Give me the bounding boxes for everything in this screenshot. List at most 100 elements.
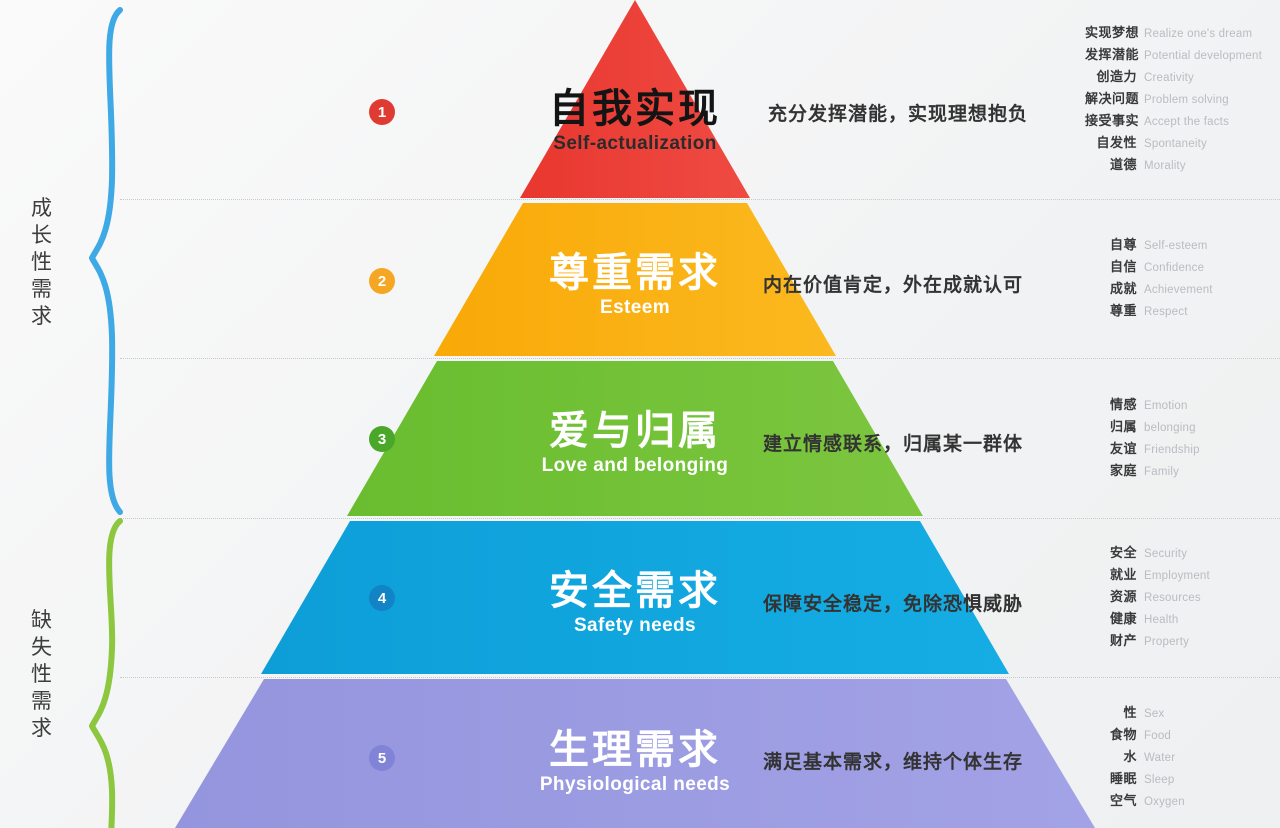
keyword-cn: 空气 [1109,793,1137,808]
keyword-cn: 创造力 [1096,69,1137,84]
pyramid-tier-5[interactable] [175,679,1095,828]
keyword-cn: 健康 [1109,611,1137,626]
keyword-cn: 食物 [1109,727,1137,742]
keyword-item: 自信 Confidence [1085,256,1275,275]
deficiency-needs-brace [89,518,123,828]
keyword-item: 健康 Health [1085,608,1275,627]
guide-line-1 [120,199,1280,200]
level-title-3-en: Love and belonging [541,455,729,477]
keyword-en: Morality [1144,160,1186,172]
level-title-5-cn: 生理需求 [549,728,721,772]
pyramid-tier-1[interactable] [520,0,750,198]
keyword-cn: 安全 [1109,545,1137,560]
keyword-item: 尊重 Respect [1085,300,1275,319]
keyword-item: 就业 Employment [1085,564,1275,583]
level-badge-4-number: 4 [377,589,387,607]
keyword-list-4: 安全 Security 就业 Employment 资源 Resources 健… [1085,542,1275,652]
keyword-cn: 尊重 [1109,303,1137,318]
level-badge-5-number: 5 [377,749,387,767]
keyword-list-2: 自尊 Self-esteem 自信 Confidence 成就 Achievem… [1085,234,1275,322]
level-title-4: 安全需求 Safety needs [435,569,835,637]
keyword-cn: 水 [1123,749,1137,764]
level-title-1: 自我实现 Self-actualization [435,87,835,155]
guide-line-3 [120,518,1280,519]
keyword-item: 归属 belonging [1085,416,1275,435]
keyword-en: Achievement [1144,284,1213,296]
level-badge-2[interactable]: 2 [369,268,395,294]
guide-line-4 [120,677,1280,678]
level-description-4: 保障安全稳定，免除恐惧威胁 [763,594,1024,615]
keyword-en: Friendship [1144,444,1200,456]
keyword-item: 友谊 Friendship [1085,438,1275,457]
level-description-2: 内在价值肯定，外在成就认可 [763,275,1024,296]
keyword-en: Confidence [1144,262,1205,274]
keyword-en: Water [1144,752,1176,764]
keyword-item: 睡眠 Sleep [1085,768,1275,787]
keyword-item: 发挥潜能 Potential development [1085,44,1275,63]
level-title-5-en: Physiological needs [539,774,731,796]
level-description-5: 满足基本需求，维持个体生存 [763,752,1024,773]
keyword-en: Realize one's dream [1144,28,1253,40]
keyword-item: 空气 Oxygen [1085,790,1275,809]
keyword-en: Family [1144,466,1180,478]
level-description-3: 建立情感联系，归属某一群体 [763,434,1024,455]
keyword-en: Self-esteem [1144,240,1208,252]
keyword-list-5: 性 Sex 食物 Food 水 Water 睡眠 Sleep 空气 Oxygen [1085,702,1275,812]
level-title-4-cn: 安全需求 [549,569,721,613]
pyramid-tier-3[interactable] [347,361,923,516]
keyword-item: 自发性 Spontaneity [1085,132,1275,151]
level-description-1: 充分发挥潜能，实现理想抱负 [768,104,1029,125]
keyword-cn: 成就 [1109,281,1137,296]
keyword-item: 自尊 Self-esteem [1085,234,1275,253]
pyramid-tier-4[interactable] [261,521,1009,674]
guide-line-2 [120,358,1280,359]
level-badge-3-number: 3 [377,430,387,448]
keyword-cn: 就业 [1109,567,1137,582]
keyword-en: Security [1144,548,1188,560]
keyword-en: Sleep [1144,774,1175,786]
keyword-cn: 财产 [1109,633,1137,648]
keyword-item: 性 Sex [1085,702,1275,721]
keyword-cn: 解决问题 [1085,91,1140,106]
keyword-cn: 睡眠 [1109,771,1137,786]
level-badge-1[interactable]: 1 [369,99,395,125]
pyramid-tier-2[interactable] [434,203,836,356]
level-title-5: 生理需求 Physiological needs [435,728,835,796]
level-title-3: 爱与归属 Love and belonging [435,409,835,477]
keyword-cn: 性 [1123,705,1137,720]
level-badge-4[interactable]: 4 [369,585,395,611]
keyword-cn: 发挥潜能 [1085,47,1140,62]
keyword-item: 接受事实 Accept the facts [1085,110,1275,129]
keyword-item: 道德 Morality [1085,154,1275,173]
keyword-cn: 归属 [1109,419,1137,434]
keyword-cn: 自发性 [1096,135,1137,150]
keyword-en: Employment [1144,570,1210,582]
keyword-en: Sex [1144,708,1165,720]
keyword-cn: 友谊 [1109,441,1137,456]
keyword-en: Spontaneity [1144,138,1207,150]
keyword-en: Health [1144,614,1179,626]
level-badge-3[interactable]: 3 [369,426,395,452]
keyword-cn: 资源 [1109,589,1137,604]
keyword-cn: 自信 [1109,259,1137,274]
keyword-cn: 自尊 [1109,237,1137,252]
level-title-2-en: Esteem [600,297,670,319]
keyword-item: 情感 Emotion [1085,394,1275,413]
keyword-en: Emotion [1144,400,1188,412]
keyword-en: Problem solving [1144,94,1229,106]
level-title-2: 尊重需求 Esteem [435,251,835,319]
level-title-2-cn: 尊重需求 [549,251,721,295]
keyword-item: 财产 Property [1085,630,1275,649]
keyword-cn: 家庭 [1109,463,1137,478]
keyword-en: belonging [1144,422,1196,434]
keyword-item: 食物 Food [1085,724,1275,743]
keyword-en: Food [1144,730,1172,742]
keyword-item: 实现梦想 Realize one's dream [1085,22,1275,41]
keyword-cn: 道德 [1109,157,1137,172]
level-badge-5[interactable]: 5 [369,745,395,771]
group-label-growth: 成长性需求 [31,197,53,328]
keyword-item: 创造力 Creativity [1085,66,1275,85]
keyword-en: Respect [1144,306,1188,318]
